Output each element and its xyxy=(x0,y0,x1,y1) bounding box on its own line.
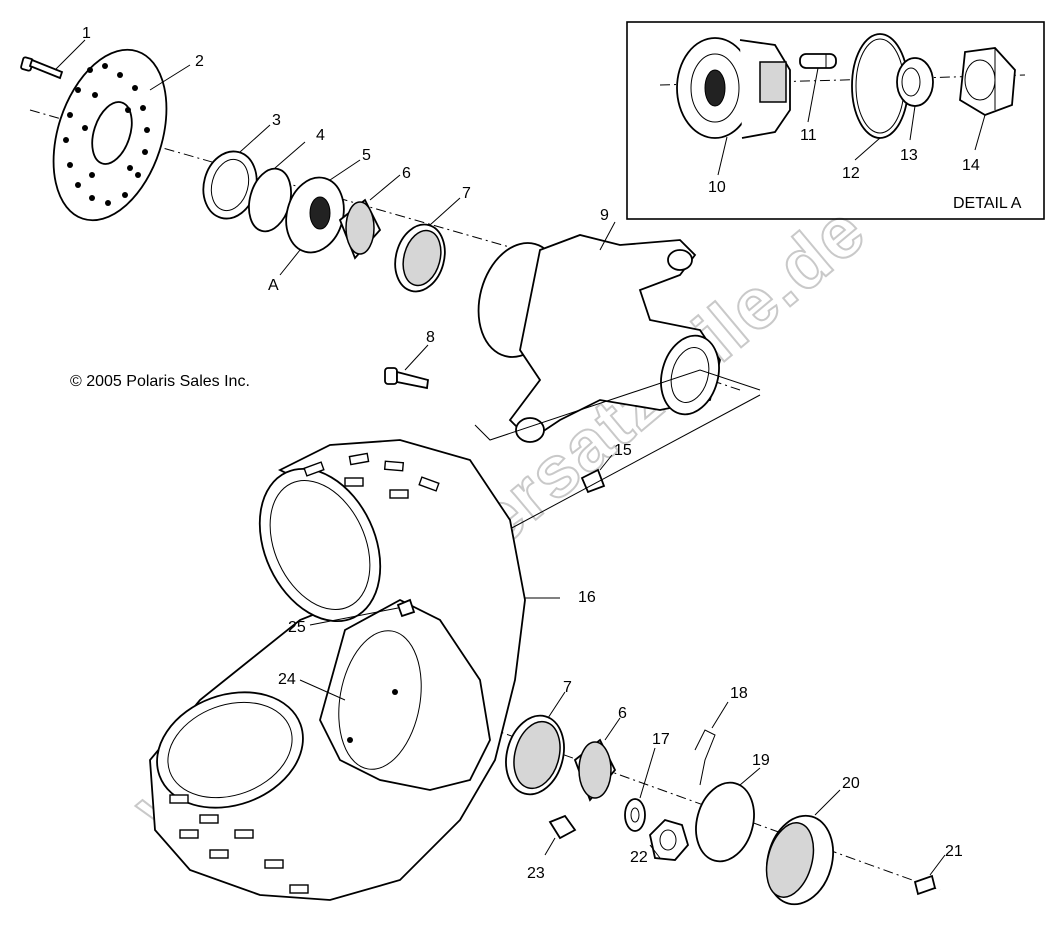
part-9-knuckle xyxy=(477,221,721,443)
part-3-seal xyxy=(202,124,271,220)
callout-23: 23 xyxy=(527,865,545,882)
callout-12: 12 xyxy=(842,165,860,182)
callout-1: 1 xyxy=(82,25,91,42)
callout-11: 11 xyxy=(800,127,817,144)
callout-2: 2 xyxy=(195,53,204,70)
callout-19: 19 xyxy=(752,752,770,769)
callout-15: 15 xyxy=(614,442,632,459)
callout-14: 14 xyxy=(962,157,980,174)
part-5-hub-a xyxy=(279,159,361,276)
callout-25: 25 xyxy=(288,619,306,636)
callout-24: 24 xyxy=(278,671,296,688)
callout-6: 6 xyxy=(402,165,411,182)
callout-4: 4 xyxy=(316,127,325,144)
callout-9: 9 xyxy=(600,207,609,224)
callout-21: 21 xyxy=(945,843,963,860)
detail-a-box: DETAIL A xyxy=(626,21,1045,220)
part-1-bolt xyxy=(20,39,86,80)
part-22-nut xyxy=(649,818,690,861)
callout-16: 16 xyxy=(578,589,596,606)
callout-7: 7 xyxy=(462,185,471,202)
part-14-nut xyxy=(959,47,1016,116)
callout-8: 8 xyxy=(426,329,435,346)
callout-5: 5 xyxy=(362,147,371,164)
part-11-pin xyxy=(799,53,837,69)
part-17-washer xyxy=(624,747,656,832)
callout-22: 22 xyxy=(630,849,648,866)
callout-18: 18 xyxy=(730,685,748,702)
callout-7-lower: 7 xyxy=(563,679,572,696)
part-20-cap xyxy=(765,789,841,906)
part-2-disc xyxy=(52,48,191,222)
detail-a-label: DETAIL A xyxy=(953,195,1022,212)
part-23-nut xyxy=(544,814,577,856)
callout-17: 17 xyxy=(652,731,670,748)
copyright: © 2005 Polaris Sales Inc. xyxy=(70,373,250,390)
callout-10: 10 xyxy=(708,179,726,196)
part-24-rim xyxy=(299,598,491,791)
part-10-hub xyxy=(676,37,791,139)
part-21-screw xyxy=(913,854,946,896)
callout-3: 3 xyxy=(272,112,281,129)
callout-20: 20 xyxy=(842,775,860,792)
part-19-o-ring xyxy=(695,767,761,863)
part-8-bolt xyxy=(384,344,429,390)
part-15-fitting xyxy=(474,369,761,546)
part-7-lower-race xyxy=(505,691,566,796)
part-6-lower-bearing xyxy=(573,717,621,802)
ref-a-label: A xyxy=(268,277,279,294)
callouts: 1 2 3 4 5 6 7 8 9 10 11 12 13 14 15 16 2… xyxy=(82,25,980,882)
part-18-cotter-pin xyxy=(694,701,729,786)
part-6-bearing xyxy=(338,174,401,260)
callout-6-lower: 6 xyxy=(618,705,627,722)
callout-13: 13 xyxy=(900,147,918,164)
part-7-race xyxy=(394,197,461,293)
